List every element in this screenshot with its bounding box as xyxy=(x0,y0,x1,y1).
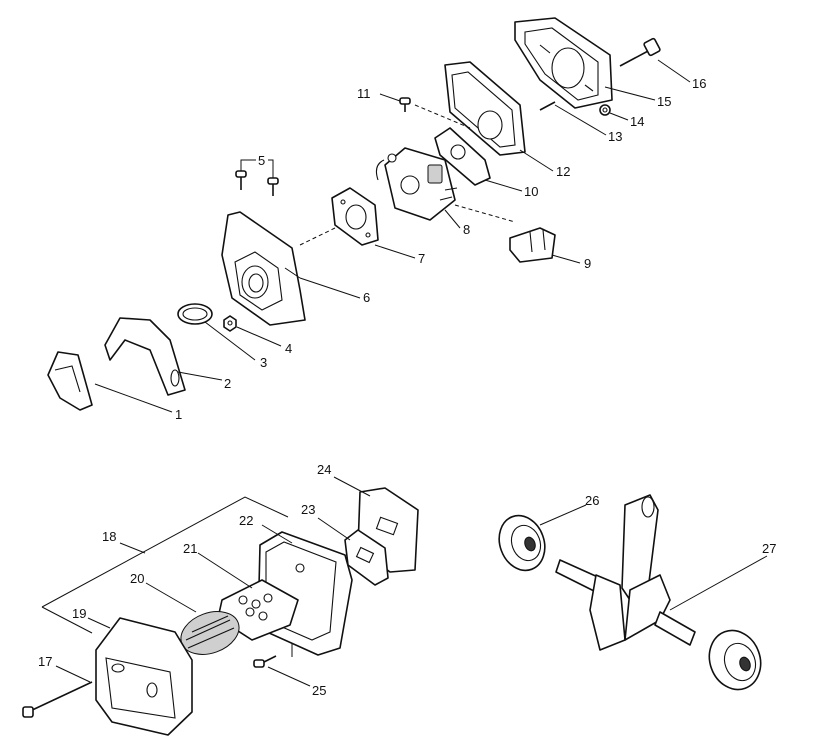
part-9-choke xyxy=(509,227,556,263)
part-13-stud xyxy=(539,101,556,111)
leader-lines-lower-right xyxy=(539,504,768,611)
callout-13: 13 xyxy=(608,129,622,144)
leader-lines-upper xyxy=(94,59,691,413)
callout-15: 15 xyxy=(657,94,671,109)
part-14-nut xyxy=(599,104,611,116)
callout-4: 4 xyxy=(285,341,292,356)
callout-26: 26 xyxy=(585,493,599,508)
part-15-filter-cover xyxy=(514,17,613,109)
part-27-bearing-end xyxy=(708,629,762,691)
part-5-screws xyxy=(235,170,279,196)
callout-10: 10 xyxy=(524,184,538,199)
part-17-bolt xyxy=(22,681,93,718)
part-25-screw xyxy=(253,655,277,668)
callout-24: 24 xyxy=(317,462,331,477)
callout-27: 27 xyxy=(762,541,776,556)
callout-labels: 1 2 3 4 5 6 7 8 9 10 11 12 13 14 15 16 1… xyxy=(38,76,776,698)
part-2-bracket xyxy=(104,317,186,396)
part-27-crankshaft xyxy=(555,494,696,651)
part-10-bracket xyxy=(434,127,491,186)
callout-5: 5 xyxy=(258,153,265,168)
part-26-bearing xyxy=(498,514,546,572)
callout-20: 20 xyxy=(130,571,144,586)
callout-16: 16 xyxy=(692,76,706,91)
callout-6: 6 xyxy=(363,290,370,305)
callout-21: 21 xyxy=(183,541,197,556)
callout-7: 7 xyxy=(418,251,425,266)
callout-17: 17 xyxy=(38,654,52,669)
part-7-gasket xyxy=(331,187,379,246)
callout-1: 1 xyxy=(175,407,182,422)
callout-22: 22 xyxy=(239,513,253,528)
callout-3: 3 xyxy=(260,355,267,370)
part-6-intake-manifold xyxy=(221,211,306,326)
part-1-cover xyxy=(47,351,93,411)
callout-23: 23 xyxy=(301,502,315,517)
callout-19: 19 xyxy=(72,606,86,621)
callout-25: 25 xyxy=(312,683,326,698)
callout-8: 8 xyxy=(463,222,470,237)
callout-14: 14 xyxy=(630,114,644,129)
part-8-carburetor xyxy=(375,147,458,221)
part-16-screw xyxy=(619,37,661,67)
part-3-o-ring xyxy=(177,303,213,325)
part-19-muffler-cover xyxy=(95,617,193,736)
part-11-screw xyxy=(399,97,411,112)
leader-lines-lower-left xyxy=(41,476,371,687)
callout-9: 9 xyxy=(584,256,591,271)
callout-18: 18 xyxy=(102,529,116,544)
callout-2: 2 xyxy=(224,376,231,391)
part-12-filter-plate xyxy=(444,61,526,156)
callout-11: 11 xyxy=(357,86,371,101)
callout-12: 12 xyxy=(556,164,570,179)
part-4-nut xyxy=(223,315,237,332)
